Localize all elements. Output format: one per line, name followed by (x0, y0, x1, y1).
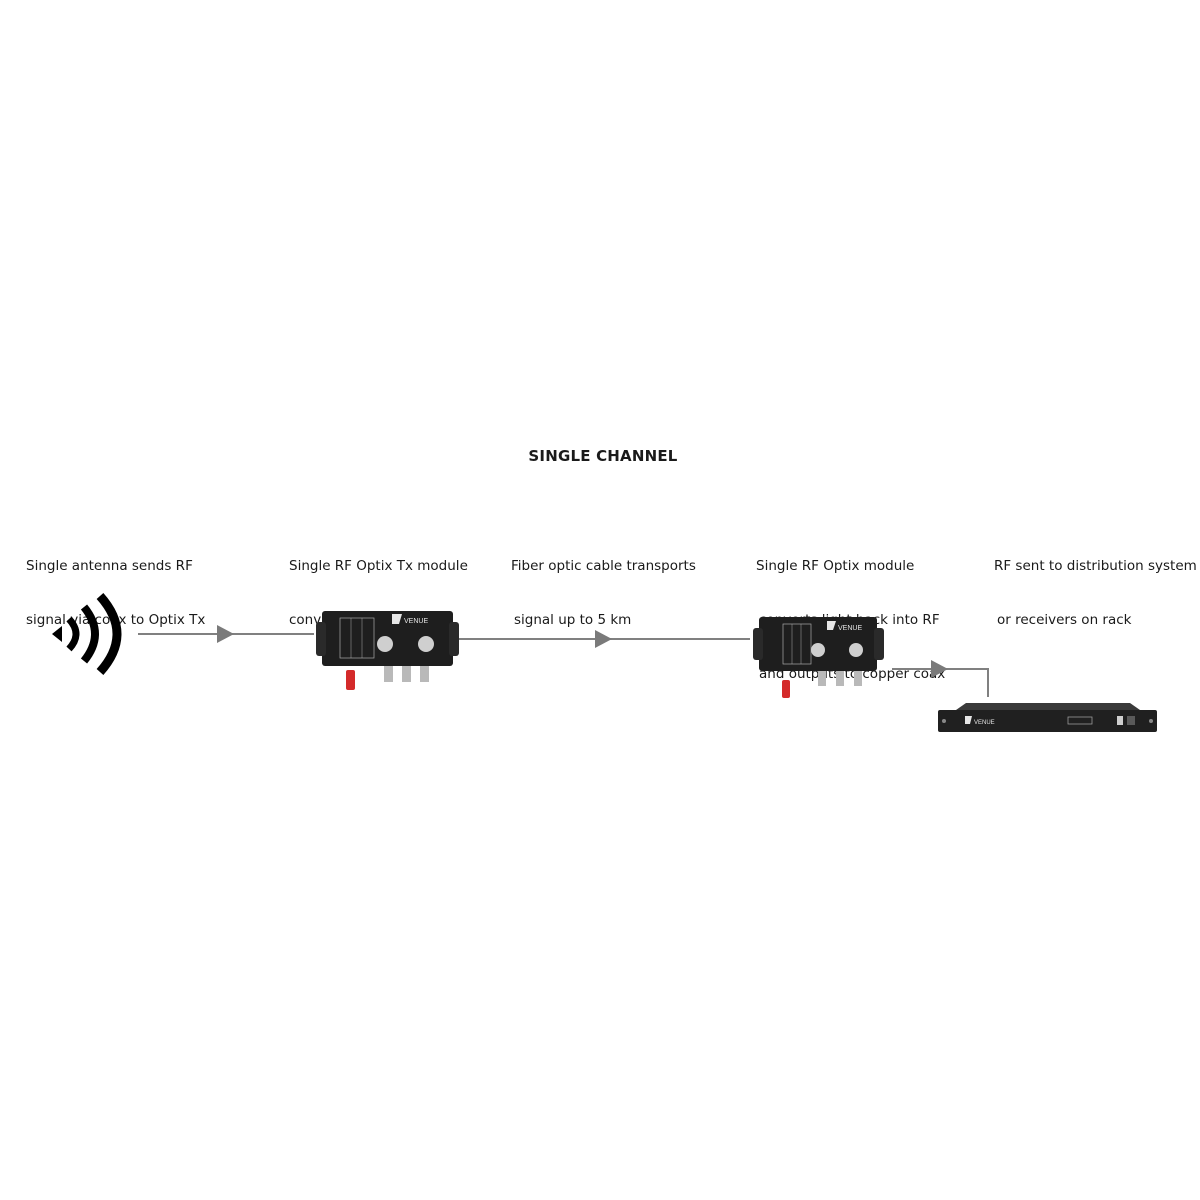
caption-line: or receivers on rack (997, 612, 1132, 628)
wireless-antenna-icon (52, 593, 122, 675)
caption-line: RF sent to distribution system (994, 558, 1197, 574)
caption-line: Single RF Optix Tx module (289, 558, 468, 574)
tx-module-device: VENUE (316, 611, 459, 690)
rx-module-device: VENUE (753, 617, 884, 698)
rack-distribution-unit: VENUE (938, 703, 1157, 732)
connector-arrow-antenna-tx (138, 625, 314, 643)
rx-brand-label: VENUE (838, 625, 862, 632)
connector-arrow-fiber (459, 630, 750, 648)
connector-arrow-rx-rack (892, 660, 989, 697)
diagram-title: SINGLE CHANNEL (528, 447, 678, 465)
step-caption-fiber: Fiber optic cable transports signal up t… (511, 521, 696, 647)
caption-line: Single RF Optix module (756, 558, 915, 574)
caption-line: Single antenna sends RF (26, 558, 193, 574)
step-caption-distribution: RF sent to distribution system or receiv… (994, 521, 1197, 647)
caption-line: Fiber optic cable transports (511, 558, 696, 574)
caption-line: signal up to 5 km (514, 612, 632, 628)
tx-brand-label: VENUE (404, 618, 428, 625)
rack-brand-label: VENUE (974, 720, 995, 726)
